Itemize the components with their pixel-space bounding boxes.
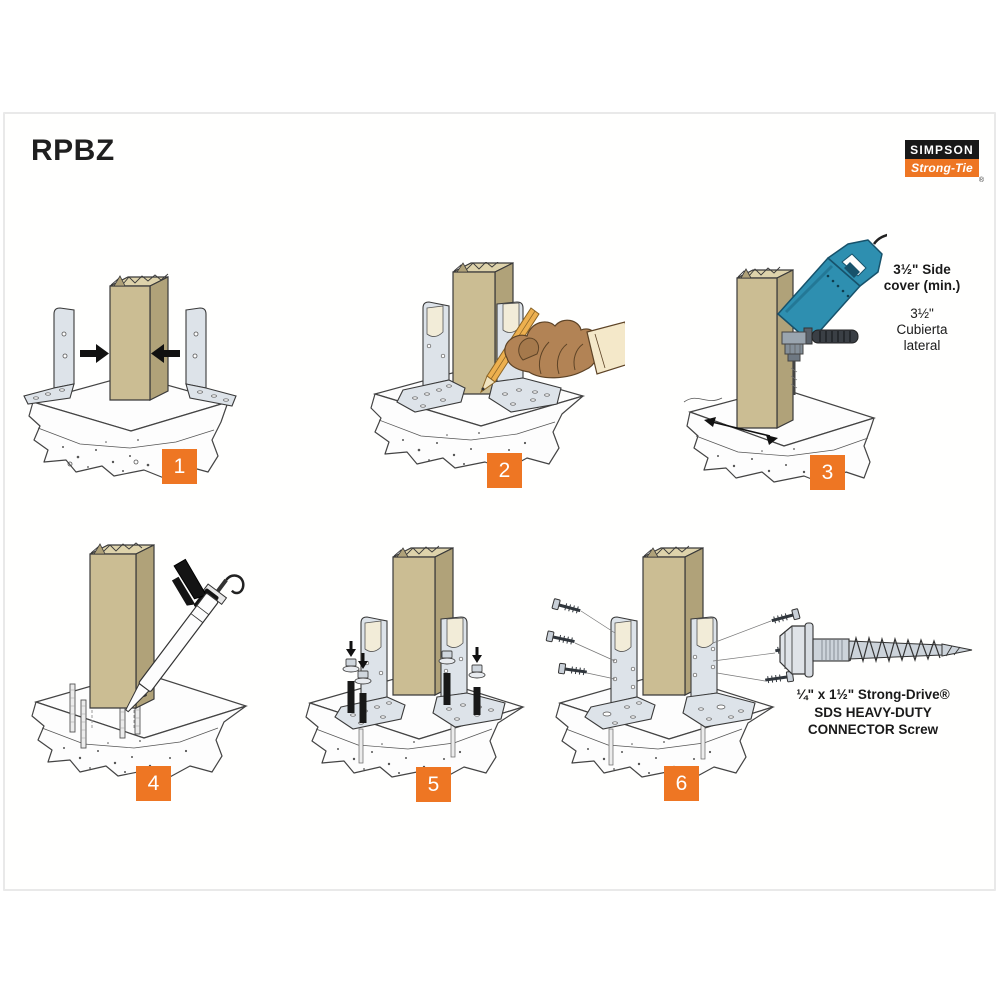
mark-anchor-holes-drawing: [370, 262, 625, 471]
logo-simpson-text: SIMPSON: [905, 140, 979, 159]
drill-icon: [777, 233, 887, 395]
step-4-illustration: [18, 532, 288, 810]
inward-arrow-icon: [80, 344, 180, 363]
screw-caption: ¼" x 1½" Strong-Drive® SDS HEAVY-DUTY CO…: [796, 687, 950, 737]
step-1-illustration: [18, 272, 243, 500]
gloved-hand-icon: [504, 319, 625, 379]
adhesive-gun-icon: [125, 558, 245, 713]
drill-holes-drawing: [683, 233, 887, 485]
step-6-badge: 6: [664, 766, 699, 801]
step-2-badge: 2: [487, 453, 522, 488]
logo-strongtie-text: Strong-Tie: [905, 159, 979, 177]
step-3-badge: 3: [810, 455, 845, 490]
registered-mark: ®: [978, 177, 984, 184]
step-5-badge: 5: [416, 767, 451, 802]
side-cover-note-es: 3½" Cubierta lateral: [896, 306, 948, 353]
page-title: RPBZ: [31, 134, 115, 167]
step-6-illustration: [545, 545, 807, 817]
install-washers-nuts-drawing: [305, 545, 526, 780]
drive-screws-drawing: [545, 545, 805, 780]
step-2-illustration: [345, 262, 625, 500]
step-1-badge: 1: [162, 449, 197, 484]
post-base-positioning-drawing: [23, 273, 237, 479]
sds-screw-drawing: [779, 622, 973, 678]
edge-distance-arrow-icon: [704, 417, 778, 445]
side-cover-note-en: 3½" Side cover (min.): [883, 262, 961, 293]
step-3-illustration: [682, 216, 887, 500]
anchor-washer-nut-icon: [342, 641, 486, 723]
step-5-illustration: [295, 545, 557, 817]
inject-adhesive-drawing: [31, 542, 248, 779]
sds-screw-detail-illustration: [772, 616, 982, 684]
simpson-strong-tie-logo: SIMPSON Strong-Tie ®: [905, 140, 984, 184]
step-4-badge: 4: [136, 766, 171, 801]
